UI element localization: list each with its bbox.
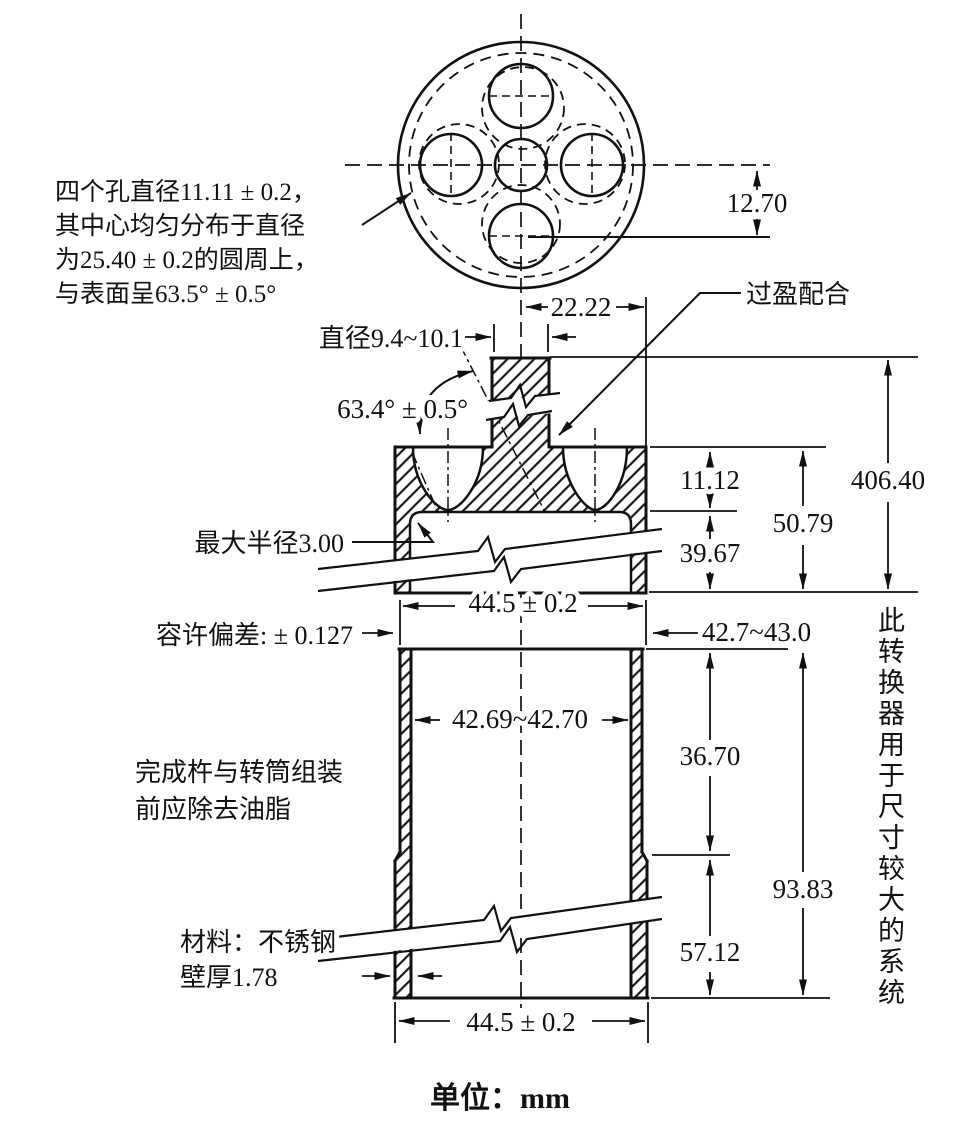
dim-cone-angle: 63.4° ± 0.5° [337,394,468,424]
holes-note-line1: 四个孔直径11.11 ± 0.2， [55,178,317,206]
dim-crown-depth: 11.12 [680,465,740,495]
upper-part-section [317,344,663,595]
lower-part-section [317,647,663,1000]
stem-break [485,382,561,429]
label-interference-fit: 过盈配合 [746,280,850,309]
dim-tube-overall-height: 93.83 [773,874,834,904]
dim-stem-diameter: 直径9.4~10.1 [319,324,463,353]
holes-note-line2: 其中心均匀分布于直径 [55,212,305,240]
dim-upper-outer-width: 44.5 ± 0.2 [468,588,577,618]
dim-hole-circle-offset: 12.70 [727,188,788,218]
degrease-note-line1: 完成杵与转筒组装 [135,758,343,787]
label-max-fillet-radius: 最大半径3.00 [194,529,344,558]
unit-note: 单位：mm [430,1081,570,1115]
extension-lines [394,297,918,1043]
dim-upper-tube-height: 36.70 [680,741,741,771]
dim-inner-bore: 42.69~42.70 [452,704,588,734]
dim-lower-tube-height: 57.12 [680,937,741,967]
holes-note-line3: 为25.40 ± 0.2的圆周上， [55,246,319,274]
upper-part-outline [393,356,648,595]
degrease-note-line2: 前应除去油脂 [135,795,291,824]
lower-break-band [317,895,663,963]
interference-fit-leader [558,292,741,436]
side-note-vertical: 此转换器用于尺寸较大的系统 [874,606,904,1009]
hole-axis-dashdot-lines [411,344,596,522]
inner-dashed-ring [408,52,634,278]
dim-half-width: 22.22 [551,292,612,322]
dim-head-height: 50.79 [773,508,834,538]
upper-break-band [317,527,663,593]
top-view [396,40,770,290]
hole-center [493,137,549,193]
angled-hole-exit-dashed-circles [418,66,626,264]
labels: 四个孔直径11.11 ± 0.2， 其中心均匀分布于直径 为25.40 ± 0.… [55,178,930,1115]
leader-lines [352,192,741,543]
dim-lower-outer-width: 44.5 ± 0.2 [466,1007,575,1037]
dimension-lines [362,170,892,1025]
angle-arc-arrow [415,370,474,435]
max-radius-leader [352,522,436,543]
holes-note-leader [361,192,412,226]
dim-overall-length: 406.40 [851,465,925,495]
dim-neck-outer: 42.7~43.0 [702,617,811,647]
dim-skirt-height: 39.67 [680,538,741,568]
label-allowed-deviation: 容许偏差: ± 0.127 [156,621,353,650]
material-note-line1: 材料：不锈钢 [180,928,336,957]
outer-rim-circle [396,40,646,290]
holes-note-line4: 与表面呈63.5° ± 0.5° [55,280,276,308]
material-note-line2: 壁厚1.78 [180,963,278,992]
